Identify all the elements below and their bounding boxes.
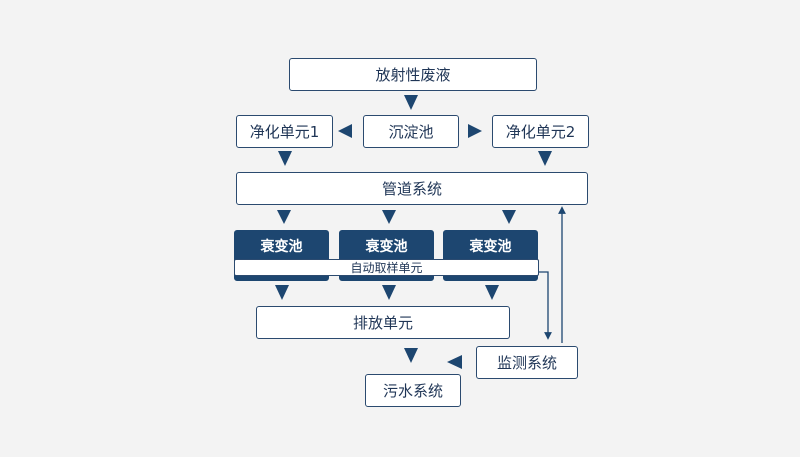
arrow-pipeline-to-decay-2 [382, 210, 396, 224]
arrow-purify1-to-pipeline [278, 151, 292, 166]
arrow-decay-to-discharge-3 [485, 285, 499, 300]
node-purification-unit-1-label: 净化单元1 [249, 123, 320, 141]
arrow-monitoring-to-sewage [447, 355, 462, 369]
node-purification-unit-2: 净化单元2 [492, 115, 589, 148]
node-sewage-system-label: 污水系统 [382, 382, 443, 400]
node-purification-unit-1: 净化单元1 [236, 115, 333, 148]
arrow-decay-to-discharge-2 [382, 285, 396, 300]
arrow-pipeline-to-decay-3 [502, 210, 516, 224]
node-pipeline-system: 管道系统 [236, 172, 588, 205]
node-auto-sampling-unit: 自动取样单元 [234, 259, 539, 276]
node-radioactive-waste-label: 放射性废液 [375, 66, 451, 84]
node-pipeline-system-label: 管道系统 [381, 180, 442, 198]
node-monitoring-system-label: 监测系统 [496, 354, 557, 372]
line-sampling-to-monitoring [538, 271, 552, 340]
node-decay-tank-1-label: 衰变池 [260, 239, 303, 255]
node-sedimentation-tank: 沉淀池 [363, 115, 459, 148]
node-discharge-unit: 排放单元 [256, 306, 510, 339]
node-sedimentation-tank-label: 沉淀池 [388, 123, 434, 141]
arrow-discharge-to-sewage [404, 348, 418, 363]
node-discharge-unit-label: 排放单元 [352, 314, 413, 332]
arrow-sedimentation-to-purify1 [338, 124, 352, 138]
node-auto-sampling-unit-label: 自动取样单元 [350, 261, 423, 275]
arrow-waste-to-sedimentation [404, 95, 418, 110]
arrow-pipeline-to-decay-1 [277, 210, 291, 224]
arrow-decay-to-discharge-1 [275, 285, 289, 300]
node-decay-tank-3-label: 衰变池 [469, 239, 512, 255]
arrow-purify2-to-pipeline [538, 151, 552, 166]
node-radioactive-waste: 放射性废液 [289, 58, 537, 91]
arrow-sedimentation-to-purify2 [468, 124, 482, 138]
node-decay-tank-2-label: 衰变池 [365, 239, 408, 255]
node-monitoring-system: 监测系统 [476, 346, 578, 379]
node-sewage-system: 污水系统 [365, 374, 461, 407]
node-purification-unit-2-label: 净化单元2 [505, 123, 576, 141]
